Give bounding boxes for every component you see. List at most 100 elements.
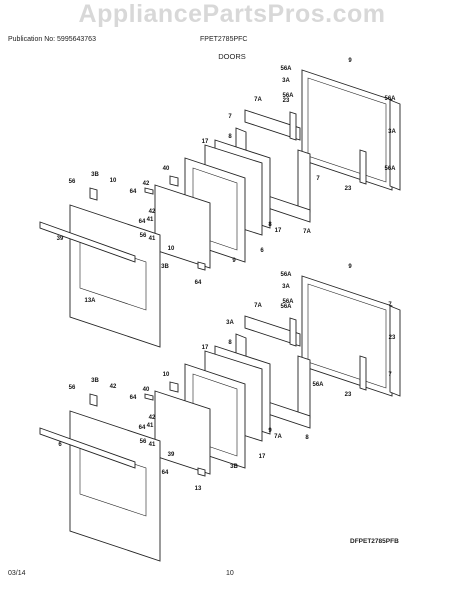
publication-number: Publication No: 5995643763 (8, 36, 96, 43)
callout-8: 8 (228, 340, 232, 346)
callout-7: 7 (388, 372, 392, 378)
callout-56a: 56A (280, 272, 292, 278)
insulation-strip-top (244, 315, 301, 347)
callout-9: 9 (268, 428, 272, 434)
callout-7: 7 (388, 302, 392, 308)
callout-10: 10 (163, 372, 170, 378)
callout-7: 7 (316, 176, 320, 182)
footer-page: 10 (226, 570, 234, 577)
callout-39: 39 (57, 236, 64, 242)
callout-23: 23 (283, 98, 290, 104)
callout-56a: 56A (280, 304, 292, 310)
section-title: DOORS (218, 52, 246, 61)
callout-41: 41 (149, 442, 156, 448)
callout-7: 7 (228, 114, 232, 120)
callout-8: 8 (305, 435, 309, 441)
insulation-strip-side (297, 355, 311, 419)
callout-3b: 3B (230, 464, 238, 470)
hinge-right (359, 149, 367, 185)
inner-door-liner (301, 275, 393, 397)
callout-41: 41 (147, 217, 154, 223)
hinge-left (289, 317, 297, 347)
callout-56: 56 (69, 179, 76, 185)
clip-42 (144, 393, 154, 401)
callout-42: 42 (149, 415, 156, 421)
callout-17: 17 (202, 139, 209, 145)
callout-8: 8 (228, 134, 232, 140)
inner-door-liner-opening (307, 77, 387, 183)
model-number: FPET2785PFC (200, 36, 248, 43)
clip-40 (169, 175, 179, 187)
callout-42: 42 (110, 384, 117, 390)
callout-7a: 7A (274, 434, 282, 440)
door-handle (39, 221, 136, 263)
callout-3b: 3B (91, 172, 99, 178)
callout-7a: 7A (254, 303, 262, 309)
watermark: AppliancePartsPros.com (78, 0, 386, 28)
callout-64: 64 (139, 425, 146, 431)
callout-39: 39 (168, 452, 175, 458)
bracket-3b-lower (197, 261, 206, 271)
callout-17: 17 (202, 345, 209, 351)
insulation-strip-top (244, 109, 301, 141)
callout-56: 56 (140, 439, 147, 445)
door-handle (39, 427, 136, 469)
callout-17: 17 (275, 228, 282, 234)
inner-door-liner (301, 69, 393, 191)
callout-3a: 3A (282, 284, 290, 290)
callout-9: 9 (348, 264, 352, 270)
callout-3a: 3A (226, 320, 234, 326)
callout-7a: 7A (303, 229, 311, 235)
callout-64: 64 (162, 470, 169, 476)
outer-door-panel (69, 410, 161, 562)
callout-13a: 13A (84, 298, 96, 304)
side-trim-right (389, 305, 401, 397)
callout-10: 10 (110, 178, 117, 184)
callout-3b: 3B (161, 264, 169, 270)
hinge-left (289, 111, 297, 141)
side-trim-right (389, 99, 401, 191)
callout-3b: 3B (91, 378, 99, 384)
callout-6: 6 (260, 248, 264, 254)
callout-23: 23 (345, 186, 352, 192)
callout-3a: 3A (388, 129, 396, 135)
callout-41: 41 (147, 423, 154, 429)
callout-56: 56 (140, 233, 147, 239)
callout-42: 42 (143, 181, 150, 187)
bracket-3b (89, 393, 98, 407)
callout-8: 8 (268, 222, 272, 228)
callout-56a: 56A (312, 382, 324, 388)
callout-56a: 56A (282, 299, 294, 305)
callout-7a: 7A (254, 97, 262, 103)
callout-56: 56 (69, 385, 76, 391)
callout-41: 41 (149, 236, 156, 242)
callout-17: 17 (259, 454, 266, 460)
callout-6: 6 (58, 442, 62, 448)
hinge-right (359, 355, 367, 391)
inner-door-liner-opening (307, 283, 387, 389)
clip-42 (144, 187, 154, 195)
glass-panel-front (154, 390, 211, 475)
bracket-3b-lower (197, 467, 206, 477)
callout-64: 64 (139, 219, 146, 225)
footer-date: 03/14 (8, 570, 26, 577)
callout-13: 13 (195, 486, 202, 492)
callout-23: 23 (389, 335, 396, 341)
callout-42: 42 (149, 209, 156, 215)
callout-23: 23 (345, 392, 352, 398)
glass-panel-front (154, 184, 211, 269)
callout-64: 64 (130, 189, 137, 195)
callout-64: 64 (195, 280, 202, 286)
callout-56a: 56A (282, 93, 294, 99)
callout-9: 9 (348, 58, 352, 64)
callout-10: 10 (168, 246, 175, 252)
callout-56a: 56A (384, 166, 396, 172)
callout-56a: 56A (384, 96, 396, 102)
clip-40 (169, 381, 179, 393)
bracket-3b (89, 187, 98, 201)
callout-3a: 3A (282, 78, 290, 84)
insulation-strip-side (297, 149, 311, 213)
